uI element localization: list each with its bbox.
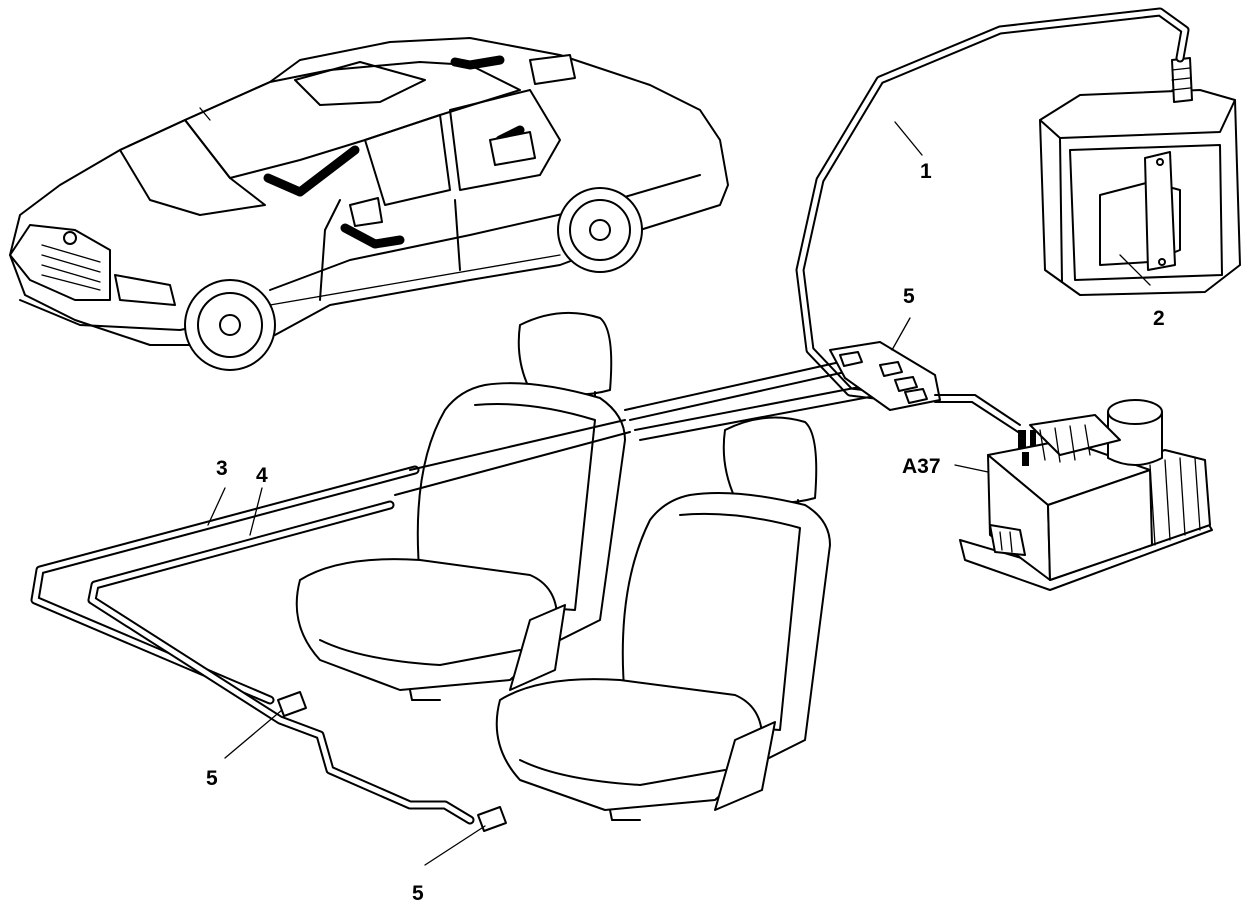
control-unit-2: [1039, 57, 1241, 296]
label-line-4: 4: [256, 464, 268, 487]
front-seat-right: [495, 416, 831, 821]
leader-lines: [207, 121, 1151, 866]
label-connector-5-top: 5: [903, 285, 915, 308]
label-line-3: 3: [216, 457, 228, 480]
front-seat-left: [295, 311, 626, 701]
label-connector-5-bottom: 5: [412, 882, 424, 905]
pump-a37: [959, 399, 1213, 591]
distributor-5: [624, 341, 1021, 441]
car-illustration: [9, 37, 729, 371]
label-pump-a37: A37: [902, 455, 941, 478]
lines-3-4: [30, 419, 631, 832]
label-control-unit-2: 2: [1153, 307, 1165, 330]
label-connector-5-left: 5: [206, 767, 218, 790]
label-hose-1: 1: [920, 160, 932, 183]
hose-1: [795, 7, 1190, 403]
